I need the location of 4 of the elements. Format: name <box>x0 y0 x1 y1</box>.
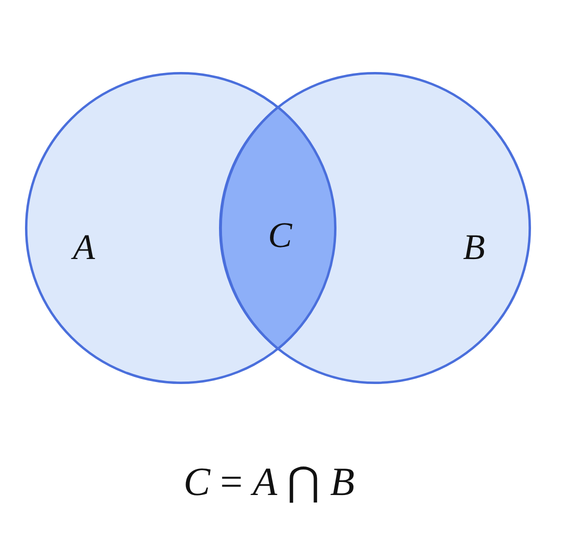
set-label: B <box>463 229 485 265</box>
set-label: C <box>268 217 292 253</box>
formula: C = A ⋂ B <box>182 460 356 504</box>
set-label: A <box>73 229 95 265</box>
